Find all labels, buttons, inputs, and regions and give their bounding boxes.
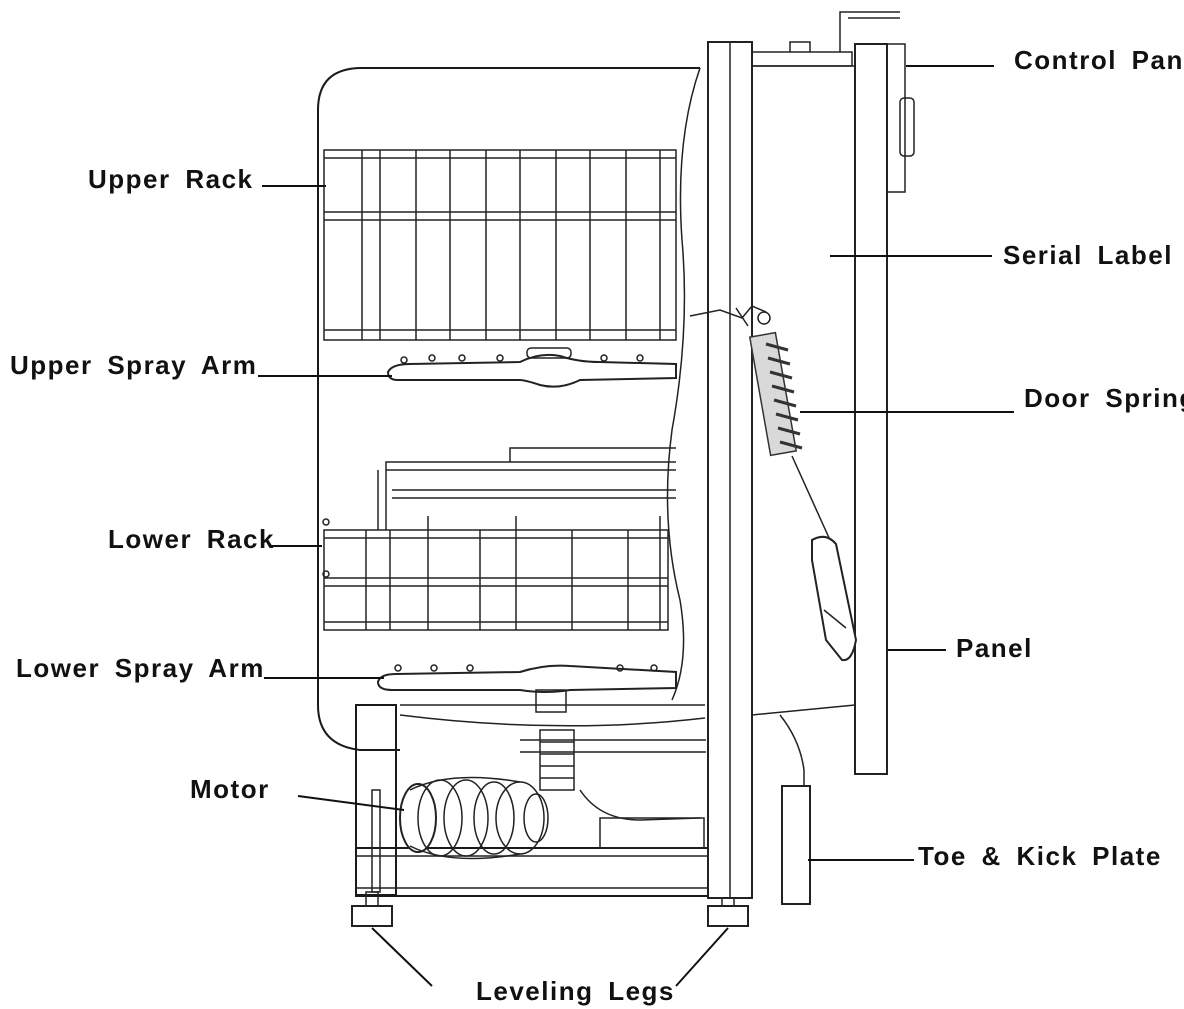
label-door-spring: Door Spring: [1024, 383, 1184, 413]
label-motor: Motor: [190, 774, 270, 804]
upper-rack: [323, 149, 677, 341]
upper-spray-arm: [386, 347, 677, 388]
door-frame: [707, 11, 900, 905]
lower-spray-arm: [376, 664, 677, 713]
motor-drawing: [399, 776, 549, 860]
lower-rack: [322, 447, 676, 631]
door-spring: [689, 305, 858, 662]
label-control-panel: Control Panel: [1014, 45, 1184, 75]
label-lower-spray-arm: Lower Spray Arm: [16, 653, 265, 683]
door-panel: [752, 43, 915, 775]
label-lower-rack: Lower Rack: [108, 524, 275, 554]
label-upper-spray-arm: Upper Spray Arm: [10, 350, 258, 380]
label-serial-label: Serial Label: [1003, 240, 1173, 270]
leader-lines: [258, 65, 1014, 987]
label-panel: Panel: [956, 633, 1033, 663]
label-leveling-legs: Leveling Legs: [476, 976, 675, 1006]
tub: [317, 67, 856, 751]
label-upper-rack: Upper Rack: [88, 164, 254, 194]
label-toe-kick-plate: Toe & Kick Plate: [918, 841, 1162, 871]
